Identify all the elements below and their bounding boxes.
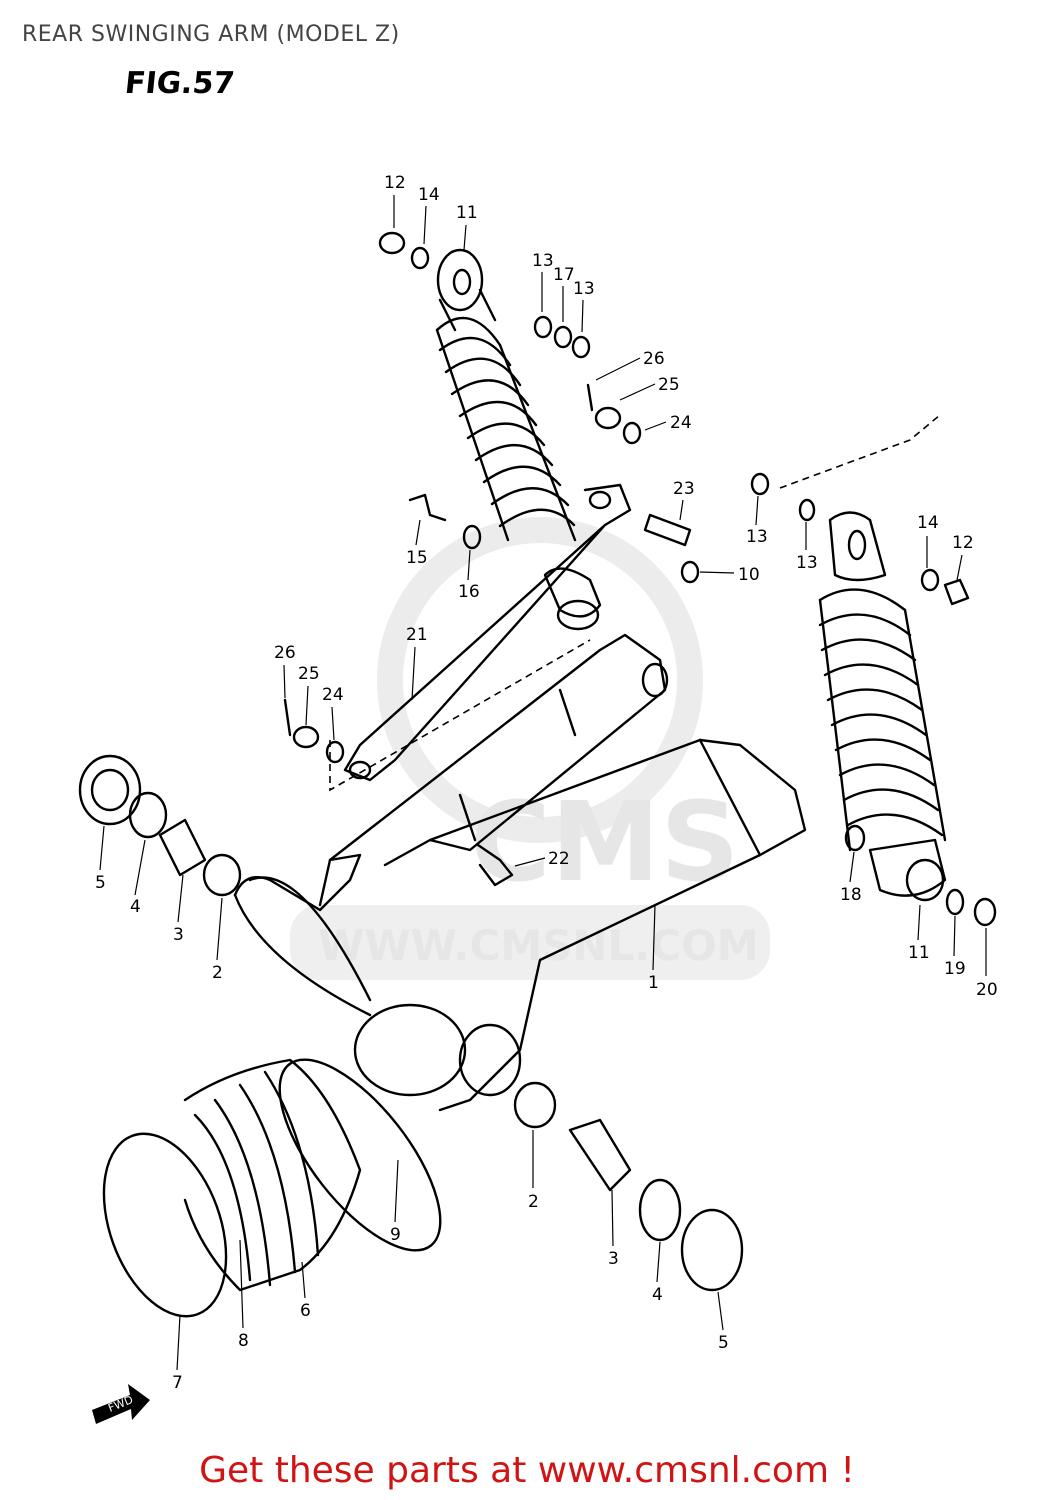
callout-labels: 12 14 11 13 17 13 26 25 24 23 13 13 14 1… [95, 173, 998, 1393]
callout-10: 10 [738, 565, 760, 585]
callout-4: 4 [130, 897, 141, 917]
callout-5: 5 [95, 873, 106, 893]
callout-1: 1 [648, 973, 659, 993]
small-parts [78, 231, 997, 1292]
callout-21: 21 [406, 625, 428, 645]
watermark: CMS WWW.CMSNL.COM [290, 517, 770, 980]
callout-5-b: 5 [718, 1333, 729, 1353]
watermark-url: WWW.CMSNL.COM [318, 921, 759, 970]
forward-direction-arrow: FWD [92, 1384, 150, 1424]
callout-9: 9 [390, 1225, 401, 1245]
callout-24: 24 [670, 413, 692, 433]
callout-3: 3 [173, 925, 184, 945]
callout-15: 15 [406, 548, 428, 568]
callout-2-b: 2 [528, 1192, 539, 1212]
callout-18: 18 [840, 885, 862, 905]
callout-14-b: 14 [917, 513, 939, 533]
callout-23: 23 [673, 479, 695, 499]
callout-13-d: 13 [796, 553, 818, 573]
callout-12-b: 12 [952, 533, 974, 553]
callout-8: 8 [238, 1331, 249, 1351]
callout-12: 12 [384, 173, 406, 193]
callout-26: 26 [643, 349, 665, 369]
rubber-boot [102, 1058, 442, 1318]
callout-17: 17 [553, 265, 575, 285]
callout-11-b: 11 [908, 943, 930, 963]
callout-11: 11 [456, 203, 478, 223]
callout-7: 7 [172, 1373, 183, 1393]
callout-19: 19 [944, 959, 966, 979]
callout-2: 2 [212, 963, 223, 983]
watermark-logo: CMS [470, 778, 739, 906]
swinging-arm [233, 633, 807, 1112]
callout-6: 6 [300, 1301, 311, 1321]
page-title: REAR SWINGING ARM (MODEL Z) [22, 22, 400, 47]
callout-25: 25 [658, 375, 680, 395]
callout-13: 13 [532, 251, 554, 271]
callout-3-b: 3 [608, 1249, 619, 1269]
callout-13-c: 13 [746, 527, 768, 547]
get-parts-link[interactable]: Get these parts at www.cmsnl.com ! [199, 1450, 855, 1491]
callout-25-b: 25 [298, 664, 320, 684]
callout-16: 16 [458, 582, 480, 602]
callout-13-b: 13 [573, 279, 595, 299]
torque-rod [343, 483, 632, 782]
callout-22: 22 [548, 849, 570, 869]
exploded-parts-diagram: CMS WWW.CMSNL.COM [78, 173, 998, 1424]
left-shock-absorber [435, 248, 602, 631]
callout-20: 20 [976, 980, 998, 1000]
right-shock-absorber [818, 511, 947, 902]
callout-24-b: 24 [322, 685, 344, 705]
callout-26-b: 26 [274, 643, 296, 663]
callout-4-b: 4 [652, 1285, 663, 1305]
callout-14: 14 [418, 185, 440, 205]
